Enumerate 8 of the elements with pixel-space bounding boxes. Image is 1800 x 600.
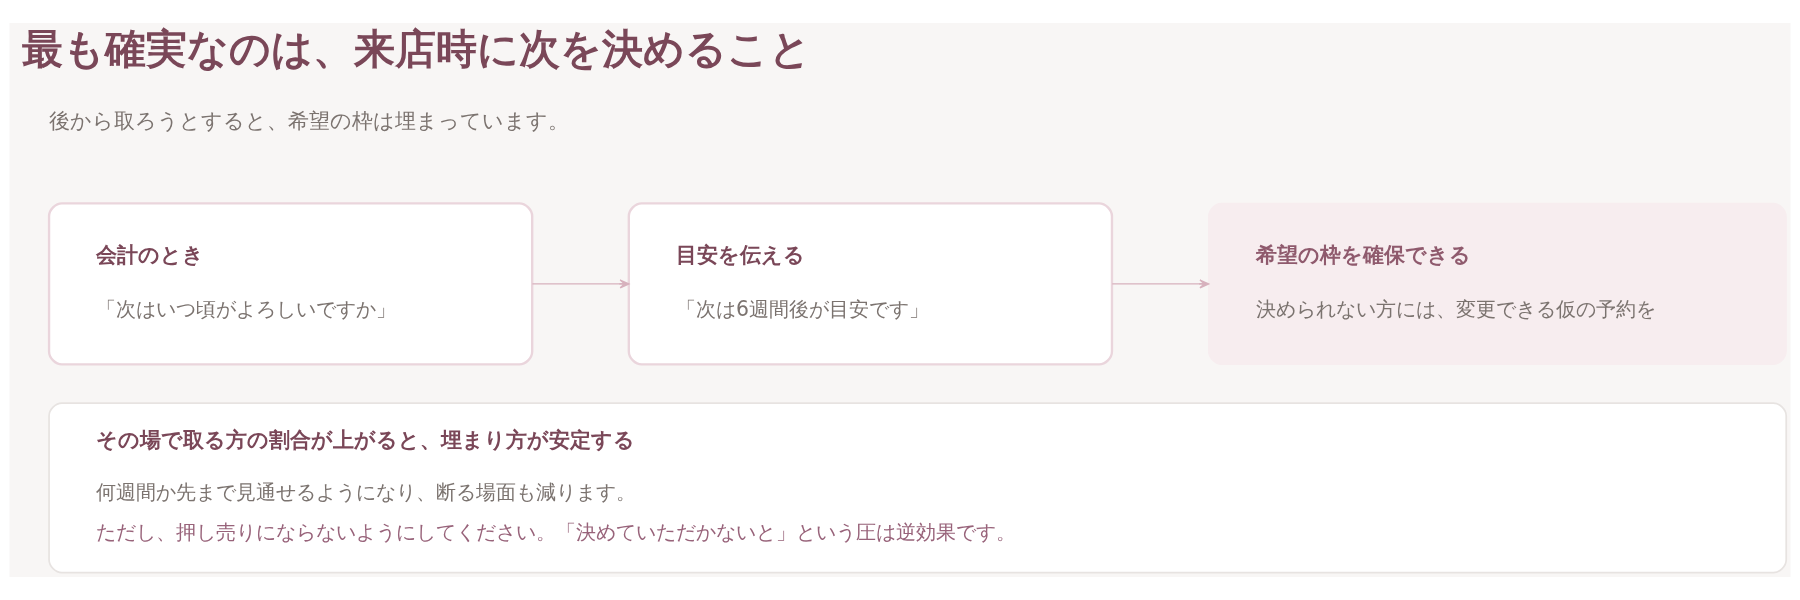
arrow: [1111, 279, 1210, 289]
diagram-title: 最も確実なのは、来店時に次を決めること: [22, 25, 812, 74]
node-box: 希望の枠を確保できる 決められない方には、変更できる仮の予約を: [1208, 202, 1787, 365]
node-box: その場で取る方の割合が上がると、埋まり方が安定する 何週間か先まで見通せるようになり、断る場面も減ります。 ただし、押し売りにならないようにしてください。「決めていただかないと」という圧は逆効果です。: [48, 402, 1788, 574]
label: 後から取ろうとすると、希望の枠は埋まっています。: [49, 108, 570, 134]
node-box: 目安を伝える 「次は6週間後が目安です」: [627, 202, 1114, 366]
node-box: 会計のとき 「次はいつ頃がよろしいですか」: [47, 202, 534, 366]
arrow: [531, 279, 630, 289]
